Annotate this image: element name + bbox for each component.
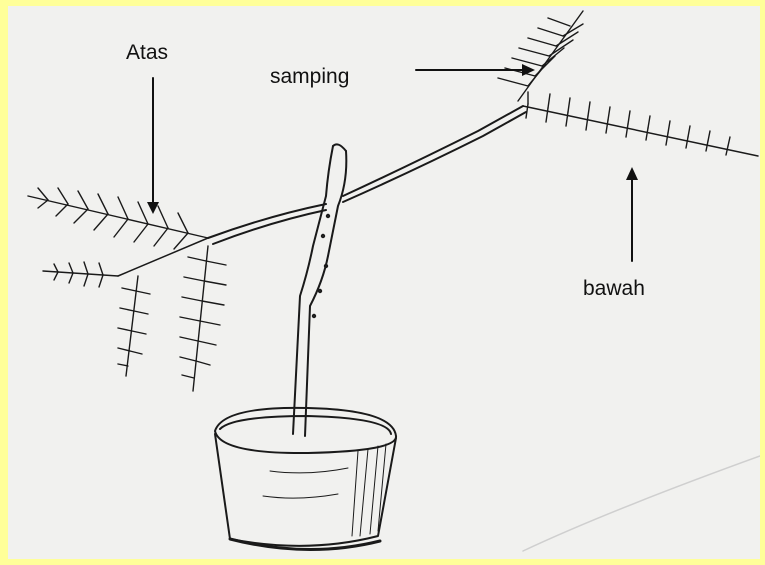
leaf-lower-left: [43, 246, 226, 391]
leaf-bottom: [526, 92, 730, 155]
branch-right: [343, 106, 758, 202]
plant-stem: [293, 144, 346, 436]
mimosa-plant-sketch: [8, 6, 760, 559]
label-atas: Atas: [126, 42, 168, 63]
leaf-side: [498, 11, 583, 101]
arrow-atas-head: [147, 202, 159, 214]
annotation-arrows: [147, 64, 638, 261]
arrow-bawah-head: [626, 167, 638, 180]
label-samping: samping: [270, 66, 349, 87]
paper-edge-line: [523, 456, 760, 551]
drawing-frame: Atas samping bawah: [8, 6, 760, 559]
branch-left: [118, 204, 326, 276]
label-bawah: bawah: [583, 278, 645, 299]
leaf-top: [28, 188, 208, 249]
